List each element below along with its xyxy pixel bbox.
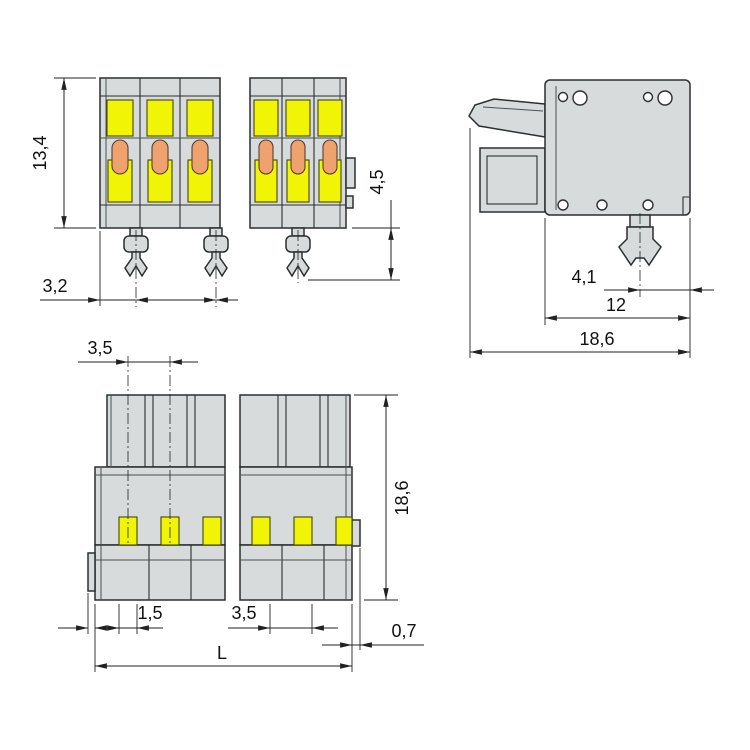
side-view: 4,1 12 18,6 <box>468 79 714 358</box>
side-latch-tab-small <box>345 195 354 209</box>
dim-bottom-length: L <box>94 604 352 672</box>
left-tab <box>87 552 96 592</box>
dim-label-bottom-pitch-top: 3,5 <box>87 338 112 358</box>
lever-slot <box>202 516 222 546</box>
right-tab <box>351 519 361 547</box>
hole <box>596 199 608 211</box>
side-latch-tab <box>345 157 356 189</box>
dim-label-front-height: 13,4 <box>30 135 50 170</box>
dim-side-foot-offset: 4,1 <box>571 267 714 293</box>
hole <box>572 90 588 106</box>
wire-contact <box>258 139 274 175</box>
dim-label-side-body-depth: 12 <box>606 295 626 315</box>
dim-label-bottom-length: L <box>217 643 227 663</box>
dim-front-height: 13,4 <box>30 77 96 229</box>
wire-contact <box>290 139 306 175</box>
dim-bottom-pitch-top: 3,5 <box>78 338 198 365</box>
dim-label-bottom-height: 18,6 <box>392 480 412 515</box>
lever-slot <box>293 516 313 546</box>
lever-slot <box>251 516 271 546</box>
wire-contact <box>151 139 169 175</box>
hole <box>642 199 654 211</box>
dim-front-pin-length: 4,5 <box>308 169 400 281</box>
clamp-units-right <box>254 139 342 203</box>
hole <box>557 199 569 211</box>
dim-label-side-foot-offset: 4,1 <box>571 267 596 287</box>
dim-bottom-wall: 0,7 <box>322 548 424 672</box>
front-view: 13,4 3,2 4,5 <box>30 77 400 307</box>
dim-label-front-pin-length: 4,5 <box>367 169 387 194</box>
hole <box>642 91 654 103</box>
dim-label-bottom-slot-width: 1,5 <box>137 603 162 623</box>
push-buttons-left <box>106 99 214 137</box>
push-buttons-right <box>253 99 343 137</box>
bottom-top-section-left <box>106 394 226 468</box>
lever-slot <box>335 516 353 546</box>
dim-label-side-total-depth: 18,6 <box>579 329 614 349</box>
bottom-low-section-right <box>239 544 353 601</box>
dim-side-body-depth: 12 <box>544 218 691 358</box>
dim-side-total-depth: 18,6 <box>469 128 690 358</box>
clamp-units-left <box>107 139 213 203</box>
hole <box>657 90 673 106</box>
dim-bottom-height: 18,6 <box>354 394 412 601</box>
hole <box>557 91 569 103</box>
dim-label-bottom-wall: 0,7 <box>391 621 416 641</box>
mounting-bracket <box>479 147 546 213</box>
dim-label-bottom-pitch: 3,5 <box>231 603 256 623</box>
dim-label-front-pin-offset: 3,2 <box>42 276 67 296</box>
bottom-low-section-left <box>94 544 226 601</box>
dim-bottom-pitch: 3,5 <box>228 603 338 634</box>
housing-side <box>544 79 691 216</box>
dim-front-pin-offset: 3,2 <box>40 231 238 306</box>
wire-contact <box>322 139 338 175</box>
wire-contact <box>191 139 209 175</box>
wire-contact <box>111 139 129 175</box>
bottom-view: 3,5 18,6 1,5 3,5 <box>58 338 424 672</box>
bottom-top-section-right <box>239 394 351 468</box>
dim-bottom-slot-width: 1,5 <box>58 593 163 634</box>
